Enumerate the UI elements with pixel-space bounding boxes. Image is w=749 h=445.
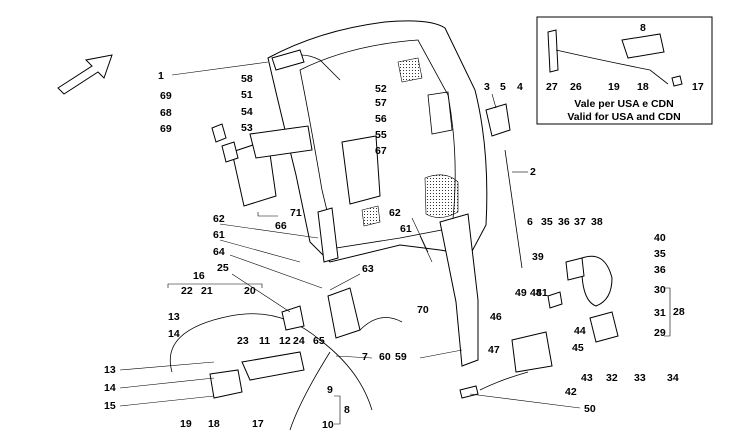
callout-7: 7 — [362, 351, 368, 363]
callout-45: 45 — [572, 342, 584, 354]
callout-35-upper: 35 — [541, 216, 553, 228]
callout-51: 51 — [241, 89, 253, 101]
inset-callout-27: 27 — [546, 81, 558, 93]
callout-59: 59 — [395, 351, 407, 363]
callout-29: 29 — [654, 327, 666, 339]
callout-67: 67 — [375, 145, 387, 157]
callout-32: 32 — [606, 372, 618, 384]
engine-lid-frame — [267, 20, 488, 263]
callout-61-right: 61 — [400, 223, 412, 235]
callout-20: 20 — [244, 285, 256, 297]
hinge-arm — [317, 103, 523, 367]
callout-46: 46 — [490, 311, 502, 323]
callout-14-upper: 14 — [168, 328, 180, 340]
callout-66: 66 — [275, 220, 287, 232]
callout-6: 6 — [527, 216, 533, 228]
callout-4: 4 — [517, 81, 523, 93]
callout-9: 9 — [327, 384, 333, 396]
callout-60: 60 — [379, 351, 391, 363]
callout-16: 16 — [193, 270, 205, 282]
callout-14-lower: 14 — [104, 382, 116, 394]
release-cable-assembly — [169, 287, 403, 431]
callout-63: 63 — [362, 263, 374, 275]
callout-42: 42 — [565, 386, 577, 398]
callout-11: 11 — [259, 335, 270, 347]
callout-10: 10 — [322, 419, 334, 431]
inset-callout-8: 8 — [640, 22, 646, 34]
callout-36-lower: 36 — [654, 264, 666, 276]
callout-30: 30 — [654, 284, 666, 296]
callout-34: 34 — [667, 372, 679, 384]
latch-assembly-right — [459, 255, 619, 399]
callout-69-upper: 69 — [160, 90, 172, 102]
callout-58: 58 — [241, 73, 253, 85]
callout-17: 17 — [252, 418, 264, 430]
callout-19: 19 — [180, 418, 192, 430]
callout-28: 28 — [673, 306, 685, 318]
inset-callout-19: 19 — [608, 81, 620, 93]
callout-62-left: 62 — [213, 213, 225, 225]
callout-47: 47 — [488, 344, 500, 356]
callout-36-upper: 36 — [558, 216, 570, 228]
callout-48: 48 — [530, 287, 542, 299]
inset-callout-18: 18 — [637, 81, 649, 93]
callout-2: 2 — [530, 166, 536, 178]
callout-57: 57 — [375, 97, 387, 109]
callout-labels: 1 2 3 4 5 6 7 8 9 10 11 12 13 13 14 14 1… — [104, 70, 685, 431]
callout-53: 53 — [241, 122, 253, 134]
callout-25: 25 — [217, 262, 229, 274]
callout-5: 5 — [500, 81, 506, 93]
callout-61-left: 61 — [213, 229, 225, 241]
callout-65: 65 — [313, 335, 325, 347]
callout-33: 33 — [634, 372, 646, 384]
callout-12: 12 — [279, 335, 291, 347]
callout-21: 21 — [201, 285, 213, 297]
callout-22: 22 — [181, 285, 193, 297]
callout-56: 56 — [375, 113, 387, 125]
callout-24: 24 — [293, 335, 305, 347]
callout-70: 70 — [417, 304, 429, 316]
callout-49: 49 — [515, 287, 527, 299]
callout-38: 38 — [591, 216, 603, 228]
callout-64: 64 — [213, 246, 225, 258]
callout-39: 39 — [532, 251, 544, 263]
callout-13-lower: 13 — [104, 364, 116, 376]
callout-54: 54 — [241, 106, 253, 118]
inset-callout-26: 26 — [570, 81, 582, 93]
callout-55: 55 — [375, 129, 387, 141]
wiring-harness-left — [211, 49, 381, 207]
callout-40: 40 — [654, 232, 666, 244]
callout-37: 37 — [574, 216, 586, 228]
callout-52: 52 — [375, 83, 387, 95]
callout-13-upper: 13 — [168, 311, 180, 323]
callout-15: 15 — [104, 400, 116, 412]
inset-caption-italian: Vale per USA e CDN — [574, 98, 673, 110]
callout-23: 23 — [237, 335, 249, 347]
inset-caption-english: Valid for USA and CDN — [567, 111, 680, 123]
callout-1: 1 — [158, 70, 164, 82]
usa-cdn-inset: 8 26 27 19 18 17 Vale per USA e CDN Vali… — [536, 16, 713, 125]
inset-callout-17: 17 — [692, 81, 704, 93]
callout-3: 3 — [484, 81, 490, 93]
callout-68: 68 — [160, 107, 172, 119]
callout-41: 41 — [536, 287, 548, 299]
callout-18: 18 — [208, 418, 220, 430]
callout-50: 50 — [584, 403, 596, 415]
callout-31: 31 — [654, 307, 666, 319]
leader-lines — [119, 61, 581, 409]
callout-62-right: 62 — [389, 207, 401, 219]
group-brackets — [167, 212, 671, 425]
callout-35-lower: 35 — [654, 248, 666, 260]
callout-8: 8 — [344, 404, 350, 416]
callout-44: 44 — [574, 325, 586, 337]
callout-43: 43 — [581, 372, 593, 384]
direction-arrow-icon — [57, 54, 113, 95]
callout-69-lower: 69 — [160, 123, 172, 135]
callout-71: 71 — [290, 207, 302, 219]
